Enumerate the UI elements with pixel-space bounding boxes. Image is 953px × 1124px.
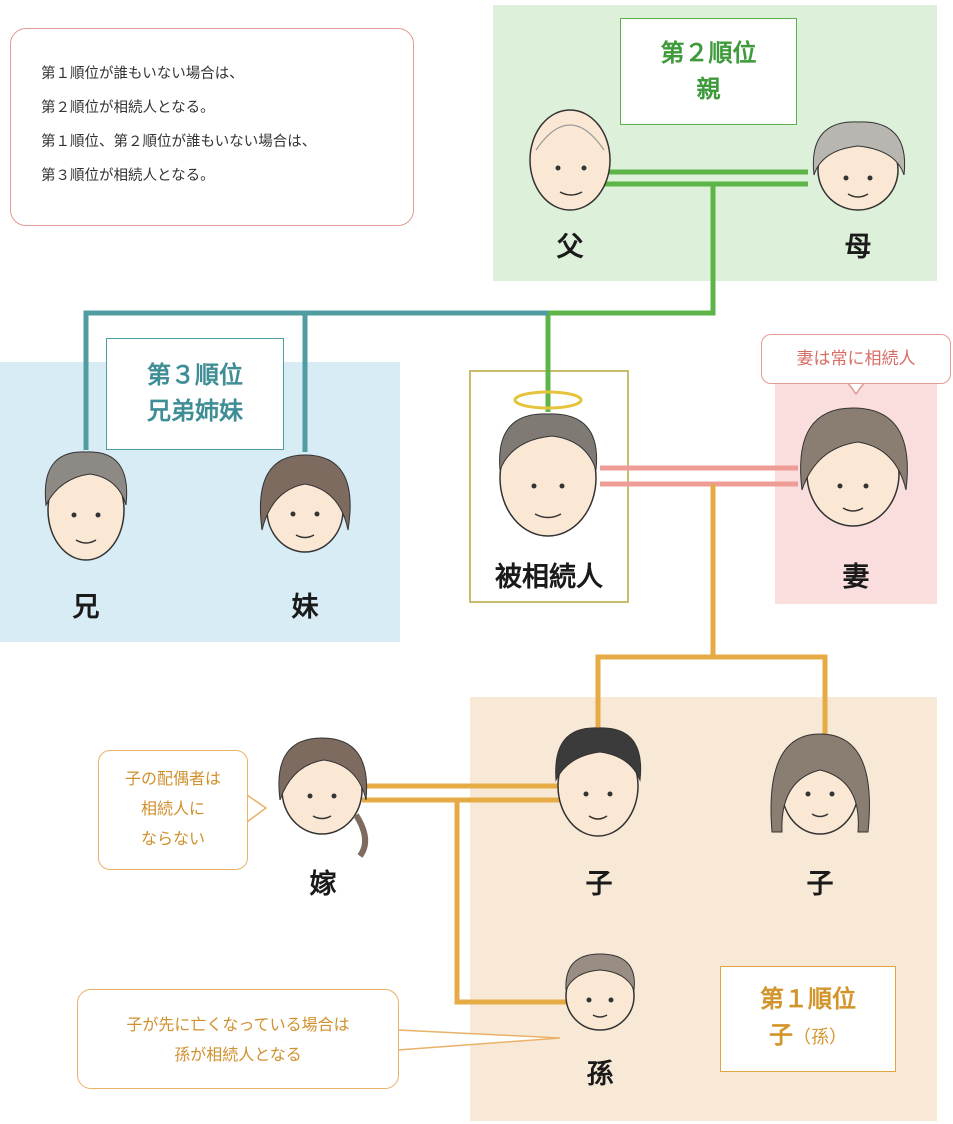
callout-inlaw-tail xyxy=(246,794,268,823)
callout-wife-tail xyxy=(847,382,865,396)
father-face-icon xyxy=(529,109,611,211)
deceased-face-icon xyxy=(499,413,598,537)
grandchild-face-icon xyxy=(565,953,635,1031)
grandchild-label: 孫 xyxy=(586,1059,614,1090)
note-line: 第３順位が相続人となる。 xyxy=(41,168,215,184)
wife-callout: 妻は常に相続人 xyxy=(761,334,951,384)
rank-first-title: 第１順位 xyxy=(760,985,856,1013)
grandchild-callout-line: 子が先に亡くなっている場合は xyxy=(126,1015,350,1034)
son-label: 子 xyxy=(585,869,613,900)
wife-face-icon xyxy=(800,407,908,527)
rank-first-group-sub: （孫） xyxy=(793,1027,847,1048)
daughter-label: 子 xyxy=(806,869,834,900)
rank-third-title: 第３順位 xyxy=(147,361,243,389)
note-line: 第２順位が相続人となる。 xyxy=(41,100,215,116)
mother-face-icon xyxy=(812,121,906,211)
parents-link xyxy=(545,169,808,412)
brother-label: 兄 xyxy=(72,592,100,623)
halo-icon xyxy=(513,390,583,410)
callout-grand-tail xyxy=(397,1029,561,1051)
in-law-callout: 子の配偶者は 相続人に ならない xyxy=(98,750,248,870)
daughter-face-icon xyxy=(770,733,870,835)
children-link xyxy=(362,484,828,1005)
in-law-callout-line: 子の配偶者は xyxy=(124,769,221,788)
deceased-label: 被相続人 xyxy=(495,562,603,593)
mother-label: 母 xyxy=(844,232,872,263)
note-line: 第１順位、第２順位が誰もいない場合は、 xyxy=(41,134,317,150)
brother-face-icon xyxy=(44,451,128,561)
sister-face-icon xyxy=(259,454,351,553)
wife-label: 妻 xyxy=(842,562,870,593)
daughter-in-law-face-icon xyxy=(278,737,369,858)
father-label: 父 xyxy=(556,232,584,263)
explanation-note: 第１順位が誰もいない場合は、 第２順位が相続人となる。 第１順位、第２順位が誰も… xyxy=(10,28,414,226)
son-face-icon xyxy=(555,727,642,837)
grandchild-callout: 子が先に亡くなっている場合は 孫が相続人となる xyxy=(77,989,399,1089)
spouse-link xyxy=(600,465,798,487)
grandchild-callout-line: 孫が相続人となる xyxy=(174,1045,302,1064)
in-law-callout-line: ならない xyxy=(140,829,205,848)
rank-second-title: 第２順位 xyxy=(660,39,757,67)
in-law-callout-line: 相続人に xyxy=(140,799,205,818)
rank-first-group: 子（孫） xyxy=(721,1017,895,1056)
rank-second-group: 親 xyxy=(696,75,721,103)
rank-second-label: 第２順位 親 xyxy=(620,18,797,125)
note-line: 第１順位が誰もいない場合は、 xyxy=(41,66,244,82)
siblings-link xyxy=(83,310,548,452)
sister-label: 妹 xyxy=(291,592,319,623)
rank-first-group-main: 子 xyxy=(769,1021,793,1049)
daughter-in-law-label: 嫁 xyxy=(309,869,337,900)
rank-third-label: 第３順位 兄弟姉妹 xyxy=(106,338,284,450)
rank-first-label: 第１順位 子（孫） xyxy=(720,966,896,1072)
rank-third-group: 兄弟姉妹 xyxy=(147,397,243,425)
